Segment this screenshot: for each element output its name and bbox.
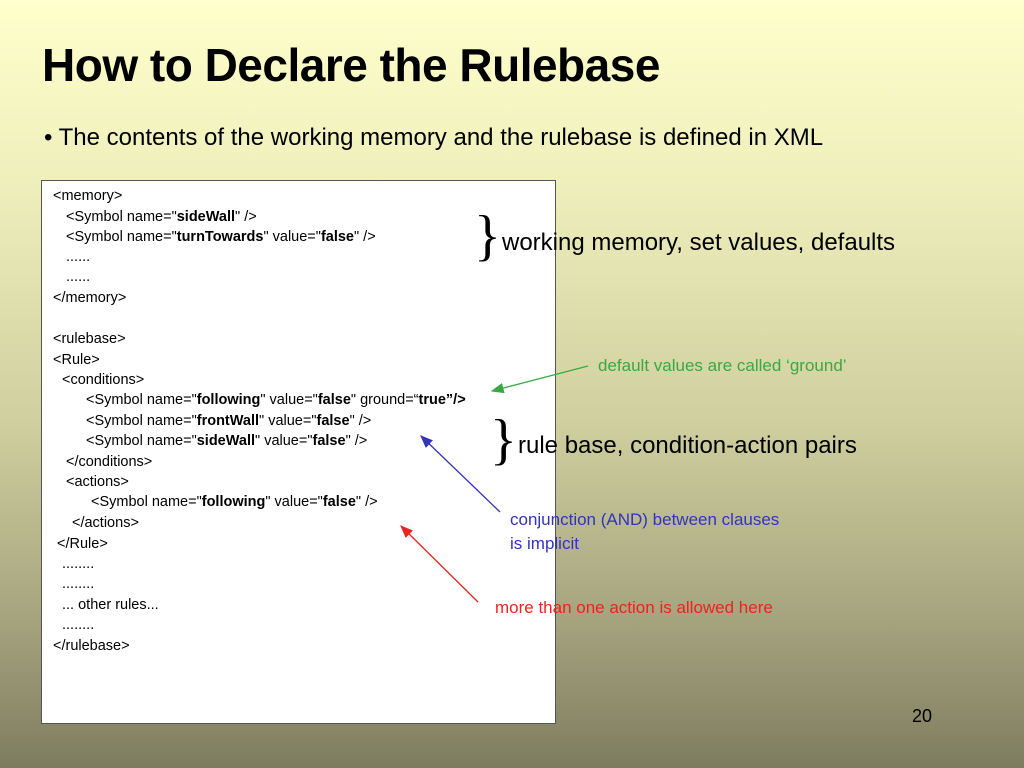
arrow-actions bbox=[400, 525, 479, 603]
code-line: <actions> bbox=[66, 474, 129, 490]
code-line: <memory> bbox=[53, 188, 123, 204]
code-line: <Rule> bbox=[53, 352, 100, 368]
code-line: <Symbol name="following" value="false" g… bbox=[86, 392, 466, 408]
note-ground: default values are called ‘ground’ bbox=[598, 356, 847, 375]
arrow-ground bbox=[490, 365, 589, 394]
brace-rulebase: } bbox=[490, 409, 517, 471]
code-line: ........ bbox=[62, 556, 95, 572]
code-line: ........ bbox=[62, 576, 95, 592]
code-line: </rulebase> bbox=[53, 638, 130, 654]
code-line: <Symbol name="following" value="false" /… bbox=[91, 494, 378, 510]
xml-code-box: <memory> <Symbol name="sideWall" /> <Sym… bbox=[41, 180, 556, 724]
code-line: <Symbol name="sideWall" value="false" /> bbox=[86, 433, 368, 449]
note-conjunction-line2: is implicit bbox=[510, 534, 579, 553]
bullet-text: • The contents of the working memory and… bbox=[44, 124, 824, 151]
note-conjunction-line1: conjunction (AND) between clauses bbox=[510, 510, 780, 529]
code-line: ... other rules... bbox=[62, 597, 159, 613]
code-line: <Symbol name="turnTowards" value="false"… bbox=[66, 229, 376, 245]
brace-memory: } bbox=[474, 205, 501, 267]
code-line: <conditions> bbox=[62, 372, 145, 388]
note-working-memory: working memory, set values, defaults bbox=[502, 229, 896, 256]
note-actions: more than one action is allowed here bbox=[495, 598, 773, 617]
code-line: <Symbol name="frontWall" value="false" /… bbox=[86, 413, 372, 429]
code-line: </Rule> bbox=[57, 536, 108, 552]
code-line: ...... bbox=[66, 269, 91, 285]
code-line: </conditions> bbox=[66, 454, 153, 470]
code-line: <Symbol name="sideWall" /> bbox=[66, 209, 257, 225]
code-line: ........ bbox=[62, 617, 95, 633]
slide-title: How to Declare the Rulebase bbox=[42, 39, 660, 91]
arrow-conjunction bbox=[420, 435, 501, 513]
code-line: </memory> bbox=[53, 290, 127, 306]
code-line: ...... bbox=[66, 249, 91, 265]
code-line: <rulebase> bbox=[53, 331, 126, 347]
note-rule-base: rule base, condition-action pairs bbox=[518, 432, 857, 459]
page-number: 20 bbox=[912, 706, 933, 726]
code-line: </actions> bbox=[72, 515, 139, 531]
